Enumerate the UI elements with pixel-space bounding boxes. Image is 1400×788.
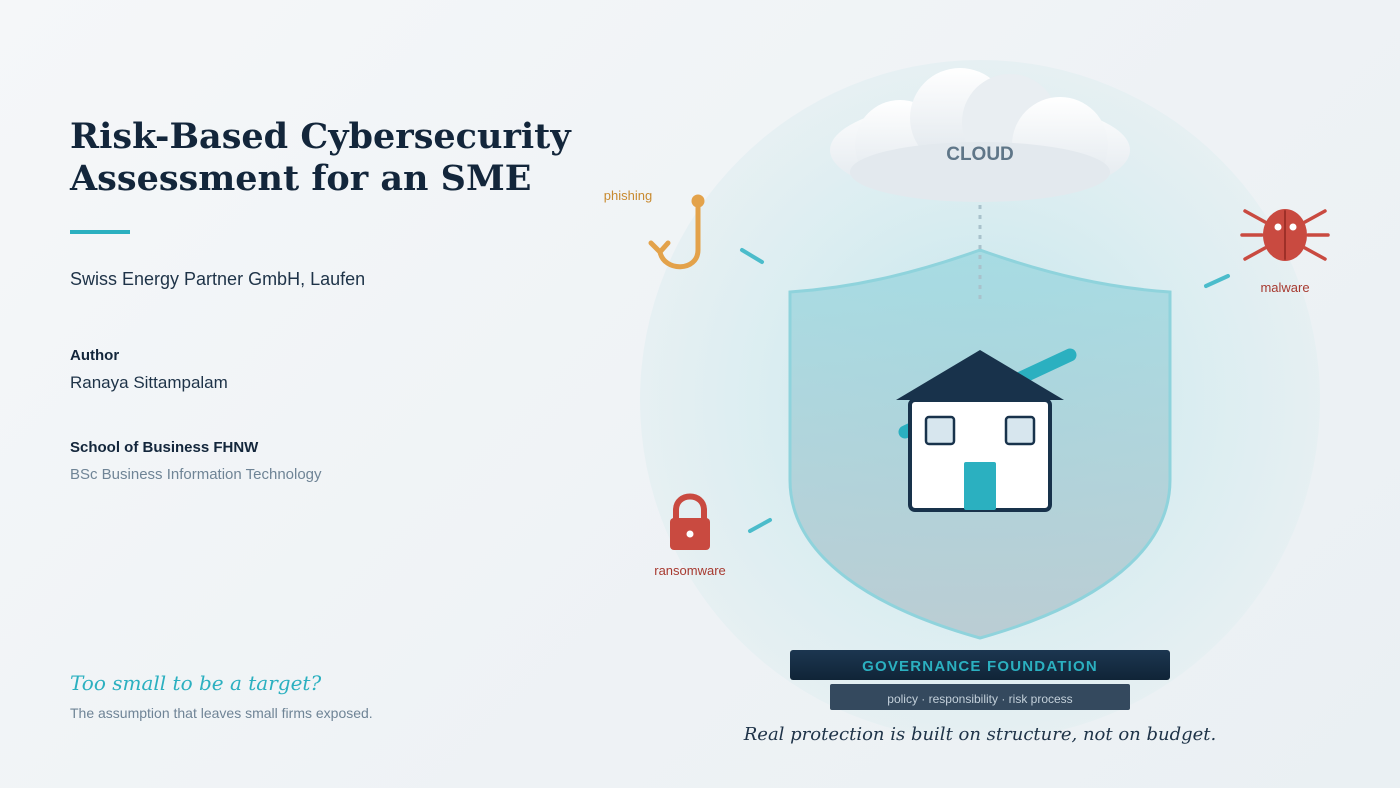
- page-title-line-2: Assessment for an SME: [70, 158, 532, 199]
- governance-foundation-subtitle: policy · responsibility · risk process: [887, 692, 1072, 706]
- threat-label-malware: malware: [1260, 280, 1309, 295]
- degree-program: BSc Business Information Technology: [70, 466, 322, 483]
- malware-attack-dash: [1204, 274, 1230, 288]
- cloud-icon: [830, 68, 1130, 202]
- page-title-line-1: Risk-Based Cybersecurity: [70, 116, 571, 157]
- house-icon: [896, 350, 1064, 512]
- author-name: Ranaya Sittampalam: [70, 373, 228, 392]
- intro-panel: Risk-Based Cybersecurity Assessment for …: [70, 0, 610, 788]
- hook-subtext: The assumption that leaves small firms e…: [70, 705, 373, 721]
- company-name: Swiss Energy Partner GmbH, Laufen: [70, 269, 366, 289]
- governance-foundation-bar: [790, 650, 1170, 680]
- governance-foundation-title: GOVERNANCE FOUNDATION: [862, 658, 1098, 675]
- page-title: Risk-Based Cybersecurity Assessment for …: [70, 116, 610, 200]
- author-label: Author: [70, 347, 120, 364]
- fishhook-icon: [648, 194, 705, 270]
- padlock-icon: [670, 493, 710, 550]
- diagram-tagline: Real protection is built on structure, n…: [743, 724, 1217, 745]
- governance-subbar: [830, 684, 1130, 710]
- title-accent-divider: [70, 230, 130, 234]
- threat-label-phishing: phishing: [604, 188, 652, 203]
- threat-label-ransomware: ransomware: [654, 563, 726, 578]
- hook-question: Too small to be a target?: [70, 671, 322, 695]
- phishing-attack-dash: [740, 248, 764, 264]
- bug-icon: [1240, 209, 1330, 261]
- cloud-label: CLOUD: [946, 144, 1014, 165]
- ransomware-attack-dash: [748, 518, 772, 533]
- school-name: School of Business FHNW: [70, 439, 259, 456]
